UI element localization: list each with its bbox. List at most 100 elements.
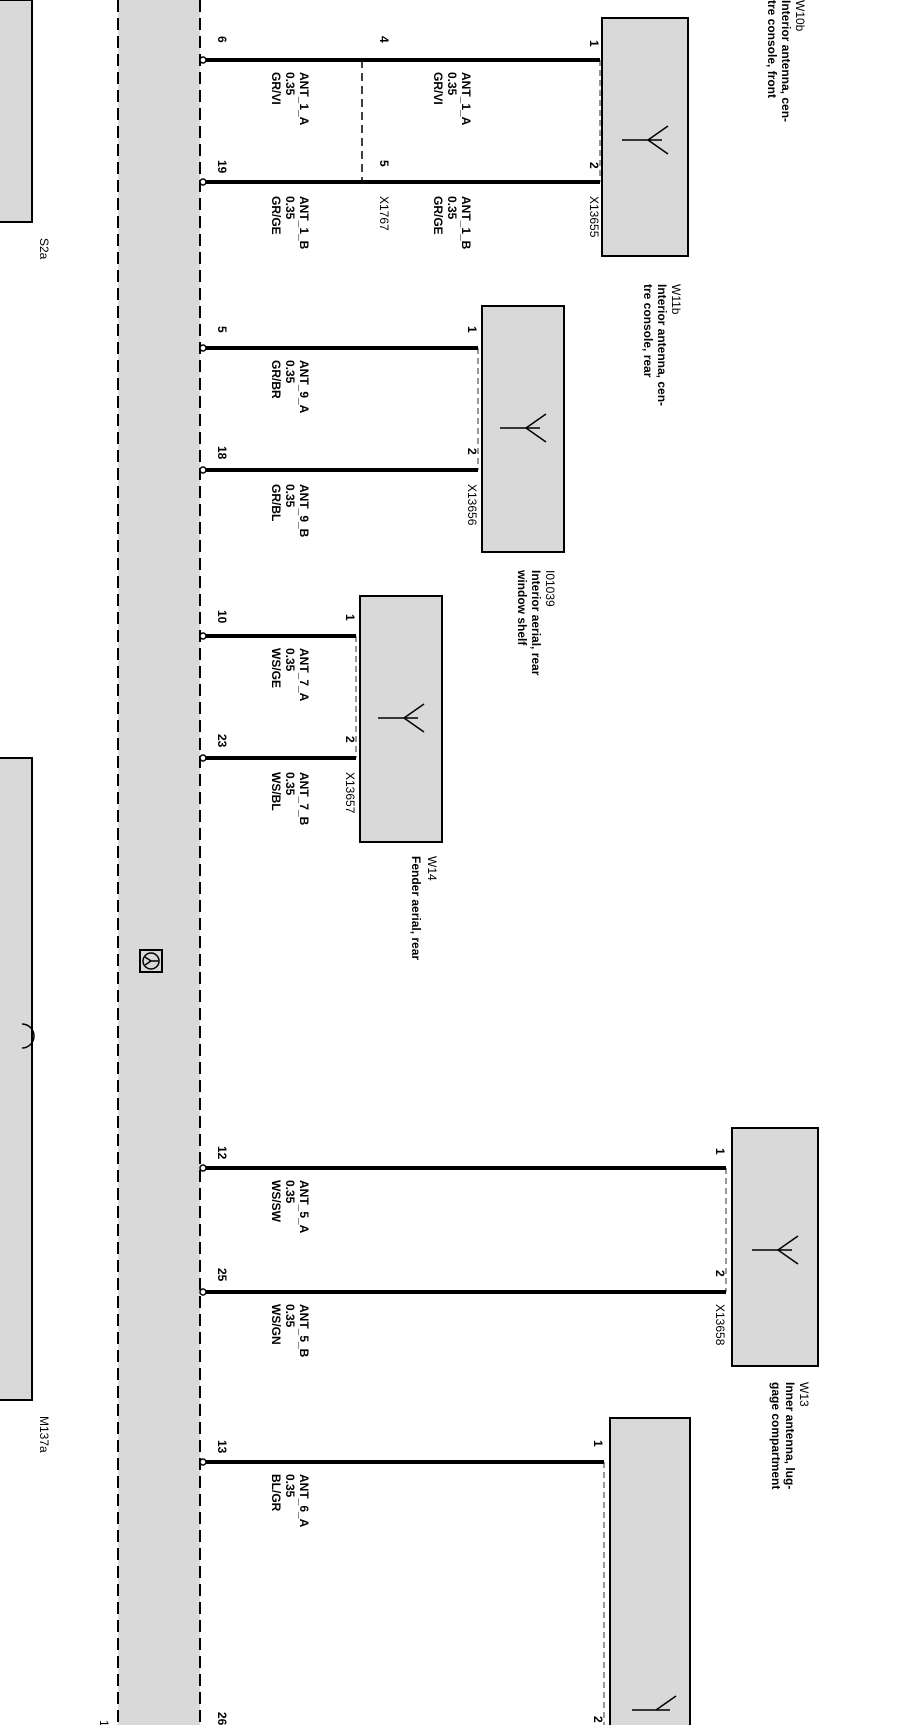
connector-label: X13656 [465,484,479,526]
svg-text:WS/GN: WS/GN [269,1304,283,1345]
component-w11b: 1 2 X13656 W11b Interior antenna, cen- t… [465,284,683,553]
pin-label: 2 [713,1270,727,1277]
svg-text:0.35: 0.35 [283,772,297,796]
m137a-label: M137a [37,1416,51,1453]
pin-label: 2 [465,448,479,455]
antenna-icon [622,125,669,155]
svg-text:0.35: 0.35 [283,196,297,220]
wire-ant5 [205,1166,726,1294]
svg-text:0.35: 0.35 [283,1180,297,1204]
pin-label: 1 [343,614,357,621]
wire-label-ant9b: ANT_9_B 0.35 GR/BL [269,484,311,538]
pin-label: 1 [465,326,479,333]
connector-label: X13655 [587,196,601,238]
svg-text:GR/BL: GR/BL [269,484,283,521]
component-w13: 1 2 X13658 W13 Inner antenna, lug- gage … [713,1127,819,1489]
wire-label-ant1b-lower: ANT_1_B 0.35 GR/GE [269,196,311,250]
wire-label-ant6a: ANT_6_A 0.35 BL/GR [269,1474,311,1528]
svg-text:ANT_7_A: ANT_7_A [297,648,311,702]
component-desc: Fender aerial, rear [409,856,423,960]
svg-text:0.35: 0.35 [445,72,459,96]
component-i01039-label: I01039 Interior aerial, rear window shel… [515,569,557,676]
antenna-icon [500,413,547,443]
pin-label: 1 [587,40,601,47]
svg-text:0.35: 0.35 [283,72,297,96]
svg-text:ANT_1_B: ANT_1_B [459,196,473,250]
svg-text:ANT_7_B: ANT_7_B [297,772,311,826]
left-box-m137a: M137a [0,757,51,1453]
pin-label: 4 [377,36,391,43]
wire-ant9 [205,346,478,472]
pin-label: 26 [215,1712,229,1725]
component-desc: Interior antenna, cen- [779,0,793,122]
svg-text:WS/SW: WS/SW [269,1180,283,1223]
svg-text:ANT_1_A: ANT_1_A [459,72,473,126]
svg-text:ANT_9_B: ANT_9_B [297,484,311,538]
pin-label: 2 [343,736,357,743]
svg-text:GR/GE: GR/GE [431,196,445,235]
bottom-pin-label: 1 [97,1720,111,1725]
svg-text:ANT_9_A: ANT_9_A [297,360,311,414]
wire-label-ant1a-lower: ANT_1_A 0.35 GR/VI [269,72,311,126]
main-harness-bar [117,0,201,1725]
component-desc: window shelf [515,569,529,646]
svg-text:0.35: 0.35 [283,1304,297,1328]
wire-label-ant7b: ANT_7_B 0.35 WS/BL [269,772,311,826]
pin-label: 25 [215,1268,229,1282]
pin-label: 19 [215,160,229,174]
svg-text:0.35: 0.35 [283,1474,297,1498]
component-w10b: 1 2 X13655 W10b Interior antenna, cen- t… [587,0,807,257]
antenna-icon [752,1235,799,1265]
component-desc: Inner antenna, lug- [783,1382,797,1489]
ground-symbol-icon [139,949,163,973]
wire-label-ant9a: ANT_9_A 0.35 GR/BR [269,360,311,414]
svg-text:ANT_1_A: ANT_1_A [297,72,311,126]
wire-ant7 [205,634,356,760]
pin-label: 10 [215,610,229,624]
component-code: W11b [669,284,683,315]
component-desc: gage compartment [769,1382,783,1489]
svg-text:GR/BR: GR/BR [269,360,283,399]
pin-label: 1 [713,1148,727,1155]
connector-label: X13658 [713,1304,727,1346]
connector-label: X13657 [343,772,357,814]
svg-text:0.35: 0.35 [283,360,297,384]
svg-text:ANT_1_B: ANT_1_B [297,196,311,250]
svg-text:ANT_5_B: ANT_5_B [297,1304,311,1358]
pin-label: 12 [215,1146,229,1160]
wire-label-ant1b-upper: ANT_1_B 0.35 GR/GE [431,196,473,250]
pin-label: 6 [215,36,229,43]
wire-label-ant7a: ANT_7_A 0.35 WS/GE [269,648,311,702]
svg-text:ANT_6_A: ANT_6_A [297,1474,311,1528]
pin-label: 5 [215,326,229,333]
pin-label: 18 [215,446,229,460]
component-desc: tre console, front [765,0,779,98]
component-bottom-partial: 1 2 [591,1417,691,1725]
component-w14: 1 2 X13657 W14 Fender aerial, rear [343,595,443,960]
svg-text:GR/VI: GR/VI [269,72,283,105]
pin-label: 2 [587,162,601,169]
svg-text:GR/GE: GR/GE [269,196,283,235]
antenna-icon [378,703,425,733]
wire-ant1 [205,58,600,184]
pin-label: 5 [377,160,391,167]
component-code: W13 [797,1382,811,1407]
svg-text:ANT_5_A: ANT_5_A [297,1180,311,1234]
svg-text:0.35: 0.35 [283,484,297,508]
connector-label: X1767 [377,196,391,231]
pin-label: 13 [215,1440,229,1454]
wire-label-ant5b: ANT_5_B 0.35 WS/GN [269,1304,311,1358]
component-desc: tre console, rear [641,284,655,378]
svg-text:WS/BL: WS/BL [269,772,283,811]
component-code: W10b [793,0,807,32]
harness-terminals [199,56,207,1466]
component-desc: Interior aerial, rear [529,570,543,676]
svg-text:GR/VI: GR/VI [431,72,445,105]
component-code: I01039 [543,570,557,607]
pin-label: 1 [591,1440,605,1447]
antenna-icon [632,1695,677,1711]
component-desc: Interior antenna, cen- [655,284,669,406]
left-box-s2a: S2a [0,0,51,260]
s2a-label: S2a [37,238,51,260]
